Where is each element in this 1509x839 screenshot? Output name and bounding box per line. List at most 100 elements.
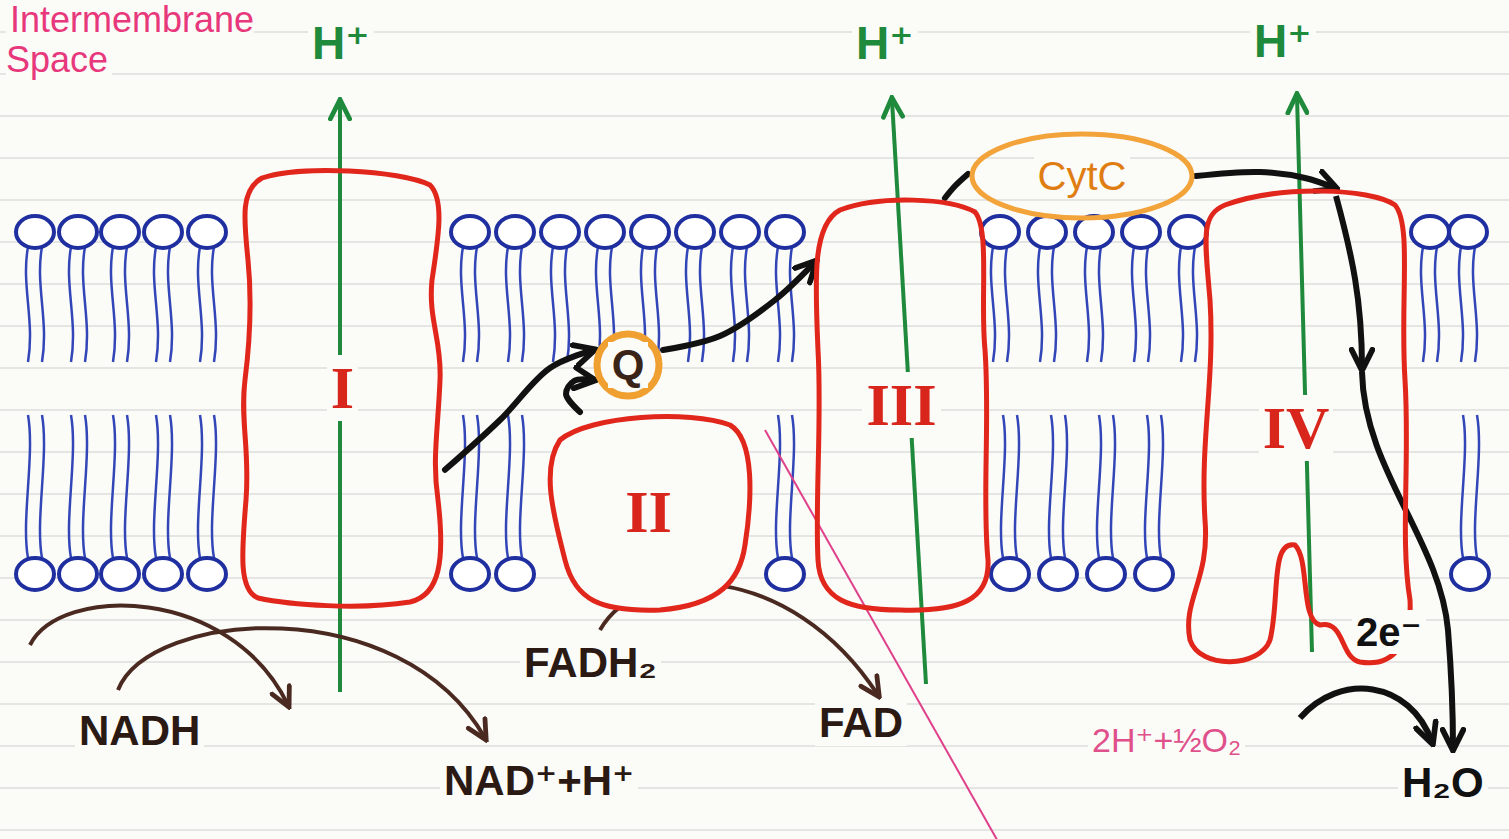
lipid-head xyxy=(981,216,1019,248)
lipid-head xyxy=(1075,216,1113,248)
lipid-tail xyxy=(69,415,87,558)
ubiquinone-circle: Q xyxy=(593,330,663,400)
ruled-line xyxy=(0,325,1509,326)
lipid-head xyxy=(586,216,624,248)
lipid-tail xyxy=(506,415,524,558)
electron-connector xyxy=(1196,172,1335,188)
lipid-head xyxy=(991,558,1029,590)
lipid-head xyxy=(1411,216,1449,248)
phospholipid xyxy=(991,415,1029,590)
ruled-line xyxy=(0,451,1509,452)
reaction-label: 2H⁺+½O₂ xyxy=(1088,722,1245,759)
electron-connector xyxy=(945,174,968,198)
node-outline xyxy=(545,412,752,612)
phospholipid xyxy=(586,216,624,362)
lipid-tail xyxy=(1459,247,1477,362)
reaction-arrow xyxy=(30,606,288,705)
lipid-tail xyxy=(26,247,44,362)
proton-label: H⁺ xyxy=(308,18,374,69)
electron-connector xyxy=(566,379,593,412)
node-label: II xyxy=(621,479,676,545)
phospholipid xyxy=(496,216,534,362)
node-label: III xyxy=(862,372,940,438)
lipid-head xyxy=(631,216,669,248)
phospholipid xyxy=(144,216,182,362)
ruled-line xyxy=(0,367,1509,368)
phospholipid xyxy=(101,216,139,362)
phospholipid xyxy=(1122,216,1160,362)
ruled-line xyxy=(0,787,1509,788)
lipid-head xyxy=(59,558,97,590)
lipid-head xyxy=(59,216,97,248)
proton-label: H⁺ xyxy=(852,18,918,69)
lipid-tail xyxy=(461,247,479,362)
node-outline xyxy=(968,130,1196,222)
label-slot: NADH xyxy=(75,708,204,754)
ruled-line xyxy=(0,535,1509,536)
cytochrome-ellipse: CytC xyxy=(968,130,1196,222)
phospholipid xyxy=(1135,415,1173,590)
electron-connector xyxy=(663,262,815,350)
lipid-head xyxy=(101,216,139,248)
label-slot: FAD xyxy=(815,700,907,746)
ruled-line xyxy=(0,283,1509,284)
node-outline xyxy=(593,330,663,400)
lipid-head xyxy=(101,558,139,590)
outline-shape xyxy=(972,134,1192,218)
proton-label: H⁺ xyxy=(1250,16,1316,67)
lipid-tail xyxy=(506,247,524,362)
label-slot: H₂O xyxy=(1398,760,1488,806)
node-outline xyxy=(815,198,988,612)
phospholipid xyxy=(981,216,1019,362)
phospholipid xyxy=(1411,216,1449,362)
lipid-tail xyxy=(1461,415,1479,558)
lipid-tail xyxy=(991,247,1009,362)
lipid-tail xyxy=(551,247,569,362)
lipid-tail xyxy=(1421,247,1439,362)
phospholipid xyxy=(59,415,97,590)
lipid-tail xyxy=(461,415,479,558)
phospholipid xyxy=(1169,216,1207,362)
electron-label: 2e⁻ xyxy=(1352,610,1426,654)
phospholipid xyxy=(101,415,139,590)
lipid-head xyxy=(16,558,54,590)
lipid-head xyxy=(721,216,759,248)
phospholipid xyxy=(16,415,54,590)
lipid-tail xyxy=(154,247,172,362)
lipid-head xyxy=(1039,558,1077,590)
lipid-tail xyxy=(154,415,172,558)
lipid-tail xyxy=(596,247,614,362)
phospholipid xyxy=(1087,415,1125,590)
lipid-tail xyxy=(1085,247,1103,362)
molecule-label: FAD xyxy=(815,700,907,746)
ruled-line xyxy=(0,73,1509,74)
complex-box: I xyxy=(240,168,445,608)
lipid-tail xyxy=(776,247,794,362)
ruled-line xyxy=(0,199,1509,200)
complex-box: II xyxy=(545,412,752,612)
phospholipid xyxy=(496,415,534,590)
lipid-bilayer xyxy=(16,216,1489,590)
lipid-head xyxy=(451,558,489,590)
ruled-line xyxy=(0,31,1509,32)
lipid-head xyxy=(1451,558,1489,590)
phospholipid xyxy=(721,216,759,362)
lipid-tail xyxy=(198,247,216,362)
lipid-tail xyxy=(111,415,129,558)
phospholipid xyxy=(188,216,226,362)
phospholipid xyxy=(1028,216,1066,362)
lipid-tail xyxy=(26,415,44,558)
lipid-tail xyxy=(111,247,129,362)
outline-shape xyxy=(243,171,441,607)
label-slot: H⁺ xyxy=(1250,16,1316,67)
lipid-tail xyxy=(1001,415,1019,558)
pink-stroke xyxy=(765,430,1000,839)
complex-box: IV xyxy=(1180,188,1412,668)
lipid-head xyxy=(144,558,182,590)
lipid-tail xyxy=(69,247,87,362)
phospholipid xyxy=(541,216,579,362)
notebook-lines xyxy=(0,32,1509,830)
reaction-arrow xyxy=(1300,689,1432,742)
